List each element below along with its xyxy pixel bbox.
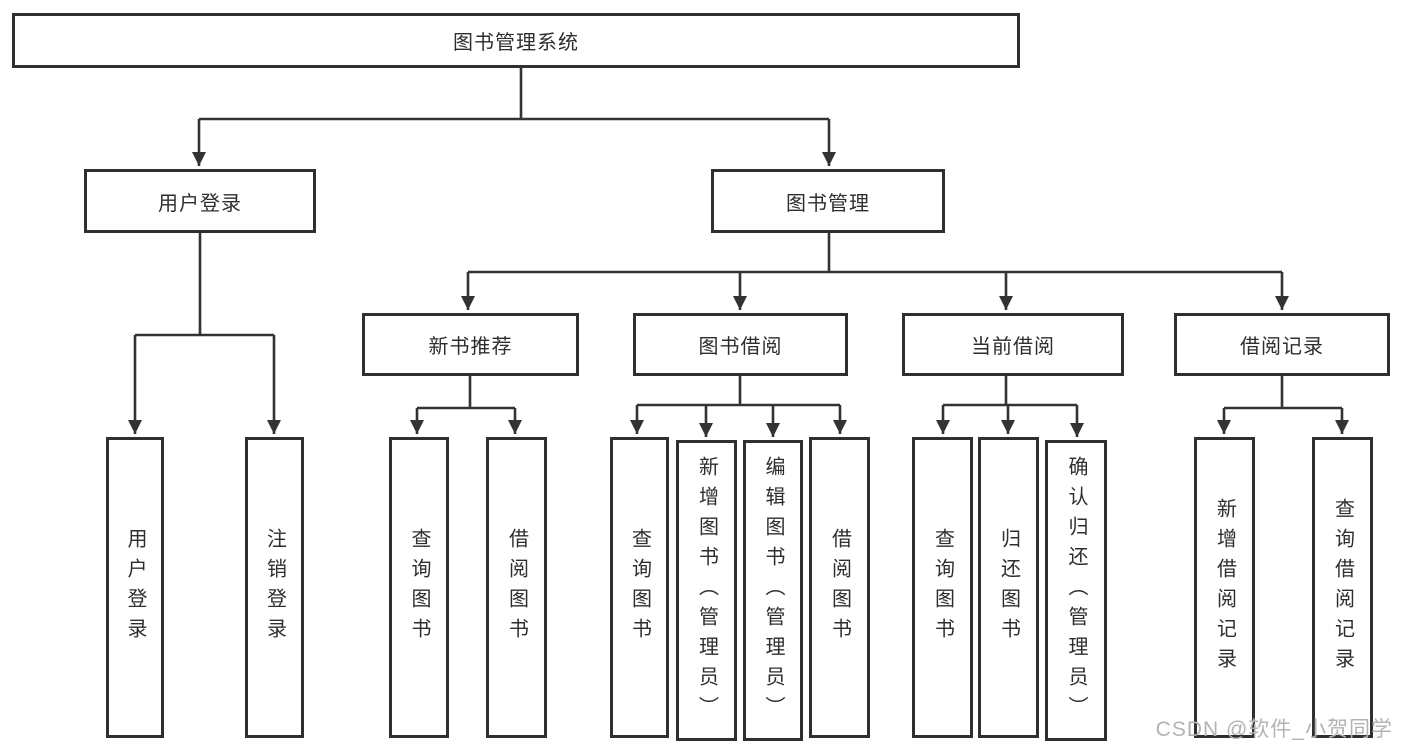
node-new-book-recommend: 新书推荐 — [362, 313, 579, 376]
leaf-edit-books-admin: 编辑图书（管理员） — [743, 440, 803, 741]
csdn-watermark: CSDN @软件_小贺同学 — [1155, 718, 1393, 741]
node-current-borrowing: 当前借阅 — [902, 313, 1124, 376]
node-label: 查询图书 — [408, 527, 430, 648]
node-label: 图书管理系统 — [453, 32, 579, 54]
node-label: 查询图书 — [931, 527, 954, 648]
node-label: 编辑图书（管理员） — [762, 455, 784, 726]
node-user-login: 用户登录 — [84, 169, 316, 233]
node-library-management-system: 图书管理系统 — [12, 13, 1020, 68]
leaf-add-borrow-record: 新增借阅记录 — [1194, 437, 1255, 738]
node-label: 新书推荐 — [428, 336, 513, 358]
node-label: 用户登录 — [158, 192, 242, 215]
node-label: 借阅图书 — [828, 527, 851, 648]
leaf-confirm-return-admin: 确认归还（管理员） — [1045, 440, 1107, 741]
node-label: 新增图书（管理员） — [695, 455, 718, 726]
node-label: 借阅记录 — [1240, 336, 1324, 358]
leaf-search-borrow-record: 查询借阅记录 — [1312, 437, 1373, 738]
node-label: 用户登录 — [124, 527, 146, 648]
leaf-search-books-current: 查询图书 — [912, 437, 973, 738]
leaf-borrow-books-borrowing: 借阅图书 — [809, 437, 870, 738]
node-label: 查询借阅记录 — [1331, 497, 1354, 678]
leaf-search-books-recommend: 查询图书 — [389, 437, 449, 738]
node-label: 归还图书 — [997, 527, 1020, 648]
node-book-management: 图书管理 — [711, 169, 945, 233]
leaf-logout-login: 注销登录 — [245, 437, 304, 738]
leaf-search-books-borrowing: 查询图书 — [610, 437, 669, 738]
node-label: 借阅图书 — [505, 527, 528, 648]
node-label: 图书借阅 — [698, 336, 783, 358]
node-label: 图书管理 — [786, 192, 870, 215]
node-label: 当前借阅 — [971, 336, 1055, 358]
node-book-borrowing: 图书借阅 — [633, 313, 848, 376]
leaf-borrow-books-recommend: 借阅图书 — [486, 437, 547, 738]
leaf-return-books: 归还图书 — [978, 437, 1039, 738]
node-label: 注销登录 — [263, 527, 286, 648]
node-borrowing-records: 借阅记录 — [1174, 313, 1390, 376]
leaf-add-books-admin: 新增图书（管理员） — [676, 440, 737, 741]
node-label: 新增借阅记录 — [1213, 497, 1236, 678]
leaf-user-login: 用户登录 — [106, 437, 164, 738]
node-label: 查询图书 — [628, 527, 651, 648]
node-label: 确认归还（管理员） — [1065, 455, 1087, 726]
